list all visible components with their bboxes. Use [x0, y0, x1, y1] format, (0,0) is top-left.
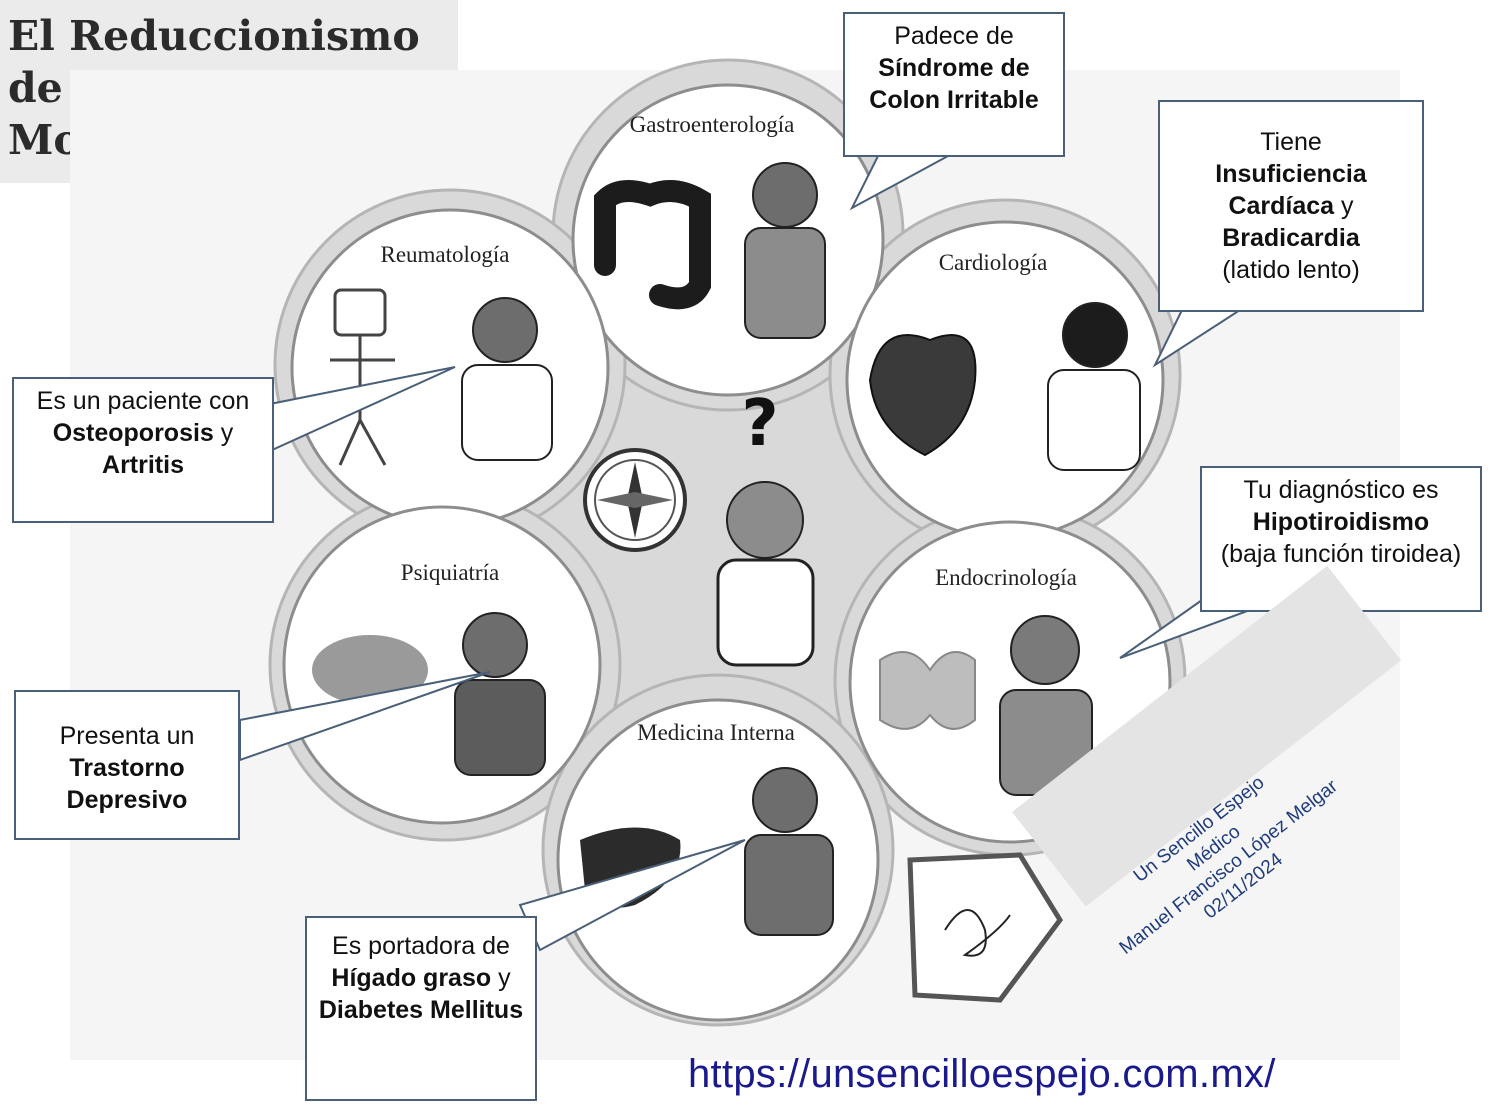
label-cardiologia: Cardiología	[939, 250, 1048, 275]
colon-icon	[594, 180, 711, 310]
confused-patient-figure	[716, 481, 815, 667]
callout-pointers	[238, 155, 1254, 952]
label-psiquiatria: Psiquiatría	[401, 560, 499, 585]
label-reumatologia: Reumatología	[380, 242, 509, 267]
label-endocrinologia: Endocrinología	[935, 565, 1077, 590]
signature-frame	[907, 852, 1064, 1003]
website-url[interactable]: https://unsencilloespejo.com.mx/	[688, 1052, 1276, 1096]
doctor-figure-interna	[744, 767, 834, 936]
question-mark-icon: ?	[741, 387, 778, 461]
callout-endo-note: (baja función tiroidea)	[1220, 540, 1462, 568]
callout-cardio-diagnosis-1: Insuficiencia Cardíaca	[1215, 160, 1367, 220]
callout-reuma-diagnosis-2: Artritis	[102, 451, 184, 479]
callout-reumatologia: Es un paciente con Osteoporosis y Artrit…	[12, 377, 274, 523]
doctor-figure-gastro	[744, 162, 826, 339]
callout-cardio-diagnosis-2: Bradicardia	[1222, 224, 1360, 252]
callout-interna-connector: y	[491, 964, 511, 992]
callout-psiq-diagnosis: Trastorno Depresivo	[66, 754, 188, 814]
callout-interna-diagnosis-1: Hígado graso	[331, 964, 492, 992]
thyroid-icon	[879, 651, 976, 730]
callout-gastroenterologia: Padece de Síndrome de Colon Irritable	[843, 12, 1065, 157]
callout-endo-diagnosis: Hipotiroidismo	[1252, 508, 1430, 536]
callout-cardio-text: Tiene	[1260, 128, 1322, 156]
callout-interna-diagnosis-2: Diabetes Mellitus	[318, 996, 524, 1024]
doctor-figure-cardio	[1047, 302, 1141, 471]
callout-reuma-connector: y	[213, 419, 234, 447]
compass-icon	[583, 448, 687, 552]
heart-icon	[868, 334, 977, 457]
callout-psiquiatria: Presenta un Trastorno Depresivo	[14, 690, 240, 840]
callout-gastro-diagnosis: Síndrome de Colon Irritable	[869, 54, 1039, 114]
callout-medicina-interna: Es portadora de Hígado graso y Diabetes …	[305, 916, 537, 1101]
callout-gastro-text: Padece de	[894, 22, 1014, 50]
callout-psiq-text: Presenta un	[59, 722, 195, 750]
callout-interna-text: Es portadora de	[332, 932, 510, 960]
callout-endocrinologia: Tu diagnóstico es Hipotiroidismo (baja f…	[1200, 466, 1482, 612]
callout-cardio-connector: y	[1334, 192, 1354, 220]
doctor-figure-reuma	[461, 297, 553, 461]
doctor-figure-psiq	[454, 612, 546, 776]
callout-reuma-diagnosis-1: Osteoporosis	[52, 419, 214, 447]
callout-cardio-note: (latido lento)	[1222, 256, 1360, 284]
callout-cardiologia: Tiene Insuficiencia Cardíaca y Bradicard…	[1158, 100, 1424, 312]
label-gastroenterologia: Gastroenterología	[630, 112, 795, 137]
label-medicina-interna: Medicina Interna	[637, 720, 795, 745]
callout-reuma-text: Es un paciente con	[36, 387, 250, 415]
brain-icon	[312, 635, 428, 705]
callout-endo-text: Tu diagnóstico es	[1243, 476, 1439, 504]
